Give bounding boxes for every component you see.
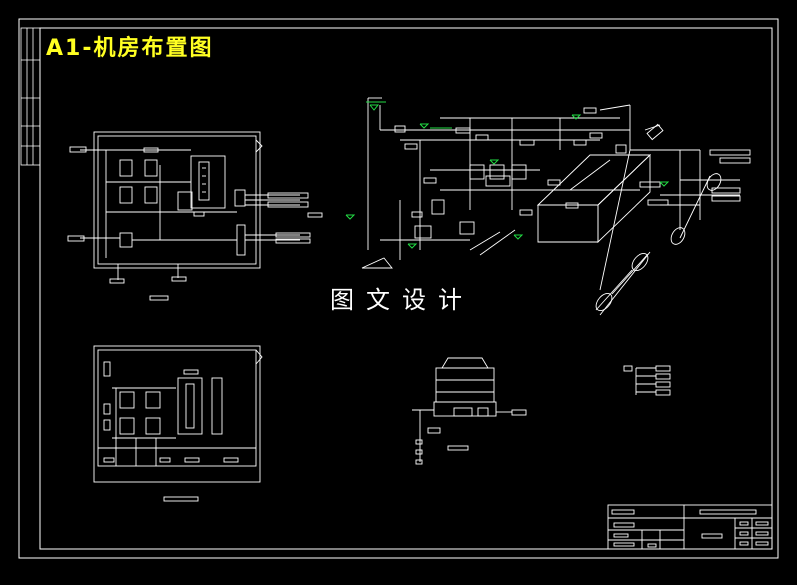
cooling-tower-elevation: [412, 357, 527, 465]
legend-callouts: [623, 365, 671, 396]
title-block: [607, 504, 773, 550]
isometric-piping-system: [307, 97, 751, 316]
plan-view-lower: [93, 345, 263, 502]
left-margin-strip: [20, 27, 41, 166]
pipe-annotations-green: [345, 101, 670, 249]
watermark-text: 图文设计: [330, 286, 474, 314]
inner-frame: [39, 27, 773, 550]
plan-view-upper: [67, 131, 311, 301]
drawing-title: A1-机房布置图: [46, 36, 214, 61]
outer-border: [18, 18, 779, 559]
